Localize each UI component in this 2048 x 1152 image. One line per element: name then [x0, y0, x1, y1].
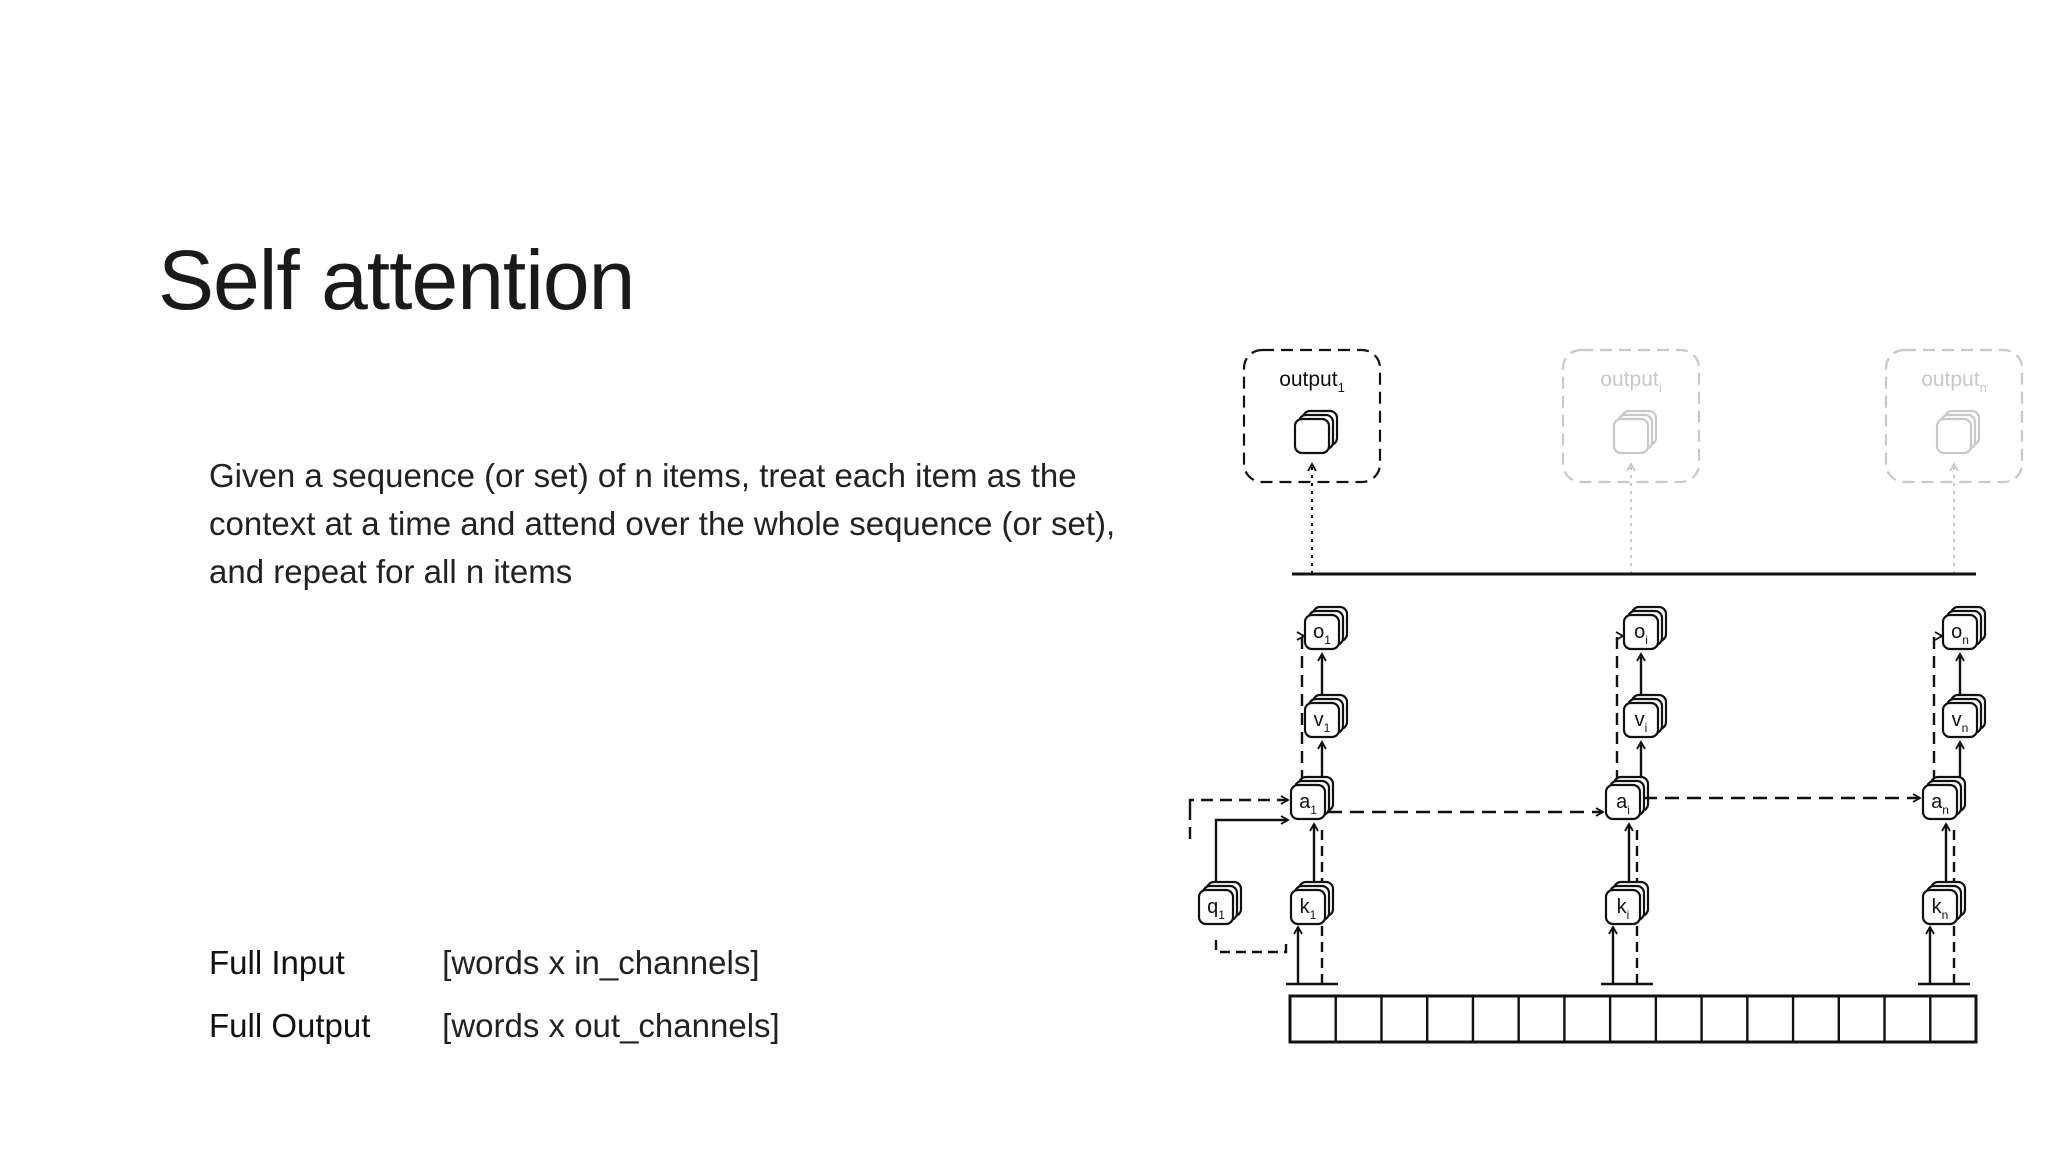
query-dashed-to-a1	[1188, 795, 1290, 808]
v-node-2	[1622, 701, 1660, 739]
output-stack-icon-3	[1935, 417, 1973, 455]
output-label-1: output1	[1279, 368, 1345, 395]
output-box-1	[1242, 348, 1382, 484]
v-node-3	[1941, 701, 1979, 739]
a-to-o-dashed-3	[1932, 631, 1944, 782]
input-sequence	[1288, 994, 1978, 1044]
full-output-value: [words x out_channels]	[442, 1007, 780, 1044]
output-label-2: outputi	[1600, 368, 1661, 395]
full-input-label: Full Input	[209, 944, 345, 981]
query-node-label: q1	[1207, 896, 1225, 922]
query-to-a1-arrow	[1214, 815, 1290, 825]
a-node-2	[1604, 783, 1642, 821]
full-output-row: Full Output [words x out_channels]	[209, 1006, 780, 1046]
a-node-1	[1289, 783, 1327, 821]
output-box-2	[1561, 348, 1701, 484]
v-node-1-label: v1	[1314, 709, 1331, 735]
description-line-1: Given a sequence (or set) of n items, tr…	[209, 457, 1077, 494]
k-node-2	[1604, 888, 1642, 926]
o-node-3-label: on	[1951, 621, 1969, 647]
self-attention-diagram: output1 outputi outputn o1 v1 a1 k1 oi vi ai ki on v…	[1188, 348, 2024, 1044]
o-node-1-label: o1	[1313, 621, 1331, 647]
description-line-2: context at a time and attend over the wh…	[209, 505, 1116, 542]
output-stack-icon-2	[1612, 417, 1650, 455]
query-feed-dashed	[1214, 940, 1288, 954]
k-node-1	[1289, 888, 1327, 926]
slide-title: Self attention	[158, 233, 635, 327]
full-output-label: Full Output	[209, 1007, 371, 1044]
output-label-3: outputn	[1921, 368, 1987, 395]
a-node-1-label: a1	[1299, 791, 1317, 817]
output-stack-icon-1	[1293, 417, 1331, 455]
o-node-3	[1941, 613, 1979, 651]
output-box-3	[1884, 348, 2024, 484]
full-input-row: Full Input [words x in_channels]	[209, 943, 760, 983]
a-node-3-label: an	[1931, 791, 1949, 817]
k-node-3-label: kn	[1932, 896, 1949, 922]
k-node-1-label: k1	[1300, 896, 1317, 922]
description-line-3: and repeat for all n items	[209, 553, 573, 590]
a-to-o-dashed-2	[1615, 631, 1625, 782]
k-node-2-label: ki	[1617, 896, 1630, 922]
o-node-2-label: oi	[1634, 621, 1648, 647]
query-node	[1197, 888, 1235, 926]
o-node-2	[1622, 613, 1660, 651]
a-node-2-label: ai	[1616, 791, 1630, 817]
full-input-value: [words x in_channels]	[442, 944, 760, 981]
k-node-3	[1921, 888, 1959, 926]
v-node-2-label: vi	[1635, 709, 1648, 735]
a-node-3	[1921, 783, 1959, 821]
v-node-1	[1303, 701, 1341, 739]
o-node-1	[1303, 613, 1341, 651]
a-to-o-dashed-1	[1296, 631, 1306, 782]
slide-description: Given a sequence (or set) of n items, tr…	[209, 452, 1189, 596]
v-node-3-label: vn	[1952, 709, 1969, 735]
